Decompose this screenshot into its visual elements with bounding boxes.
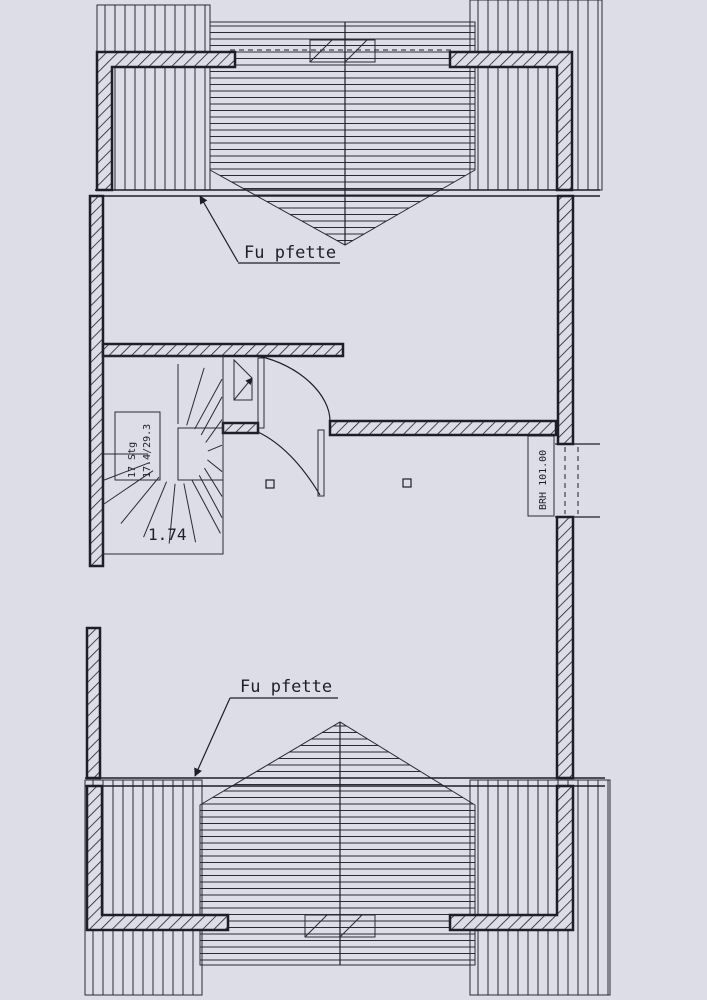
hatch-line — [186, 367, 205, 426]
exterior-walls — [85, 50, 575, 932]
purlin-label-bottom: Fu pfette — [240, 677, 332, 697]
hatch-line — [143, 481, 167, 538]
hatch-line — [168, 483, 176, 544]
interior-walls — [101, 342, 558, 437]
hatch-line — [183, 483, 197, 543]
hatch-line — [204, 467, 223, 497]
door — [257, 355, 331, 497]
hatch-line — [200, 396, 223, 436]
roof-overhang-bottom — [84, 779, 611, 996]
marker-square — [265, 479, 275, 489]
hatch-line — [207, 459, 223, 472]
hatch-line — [207, 444, 223, 452]
hatch-line — [191, 480, 221, 534]
stair-spec-riser: 17.4/29.3 — [142, 424, 153, 478]
hatch-line — [103, 470, 154, 505]
roof-overhang-top — [96, 0, 603, 191]
purlin-label-top: Fu pfette — [244, 243, 336, 263]
marker-square — [402, 478, 412, 488]
hatch-line — [120, 476, 160, 524]
staircase — [102, 355, 253, 555]
purlin-leader-top — [199, 195, 239, 263]
stair-spec-steps: 17 Stg — [127, 442, 138, 478]
dormer-top — [209, 21, 476, 246]
hatch-line — [194, 378, 223, 430]
purlin-leader-bottom — [194, 697, 231, 777]
stair-dimension: 1.74 — [148, 525, 187, 544]
hatch-line — [103, 462, 150, 481]
dormer-bottom — [199, 721, 476, 966]
window-sill-label: BRH 101.00 — [538, 450, 549, 510]
hatch-line — [198, 474, 223, 518]
window-right — [527, 435, 600, 518]
hatch-line — [205, 419, 223, 443]
